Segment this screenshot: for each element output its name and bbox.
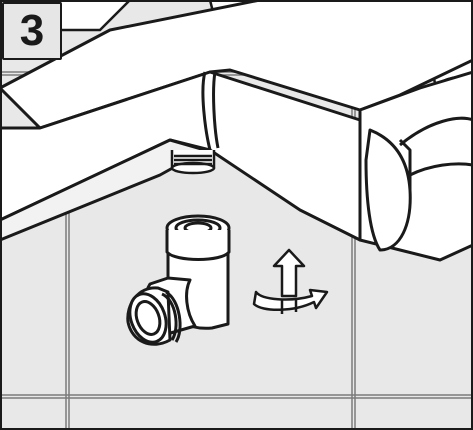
- rotation-arrow-icon: [252, 248, 329, 314]
- elbow-connector: [126, 214, 231, 346]
- step-number-badge: 3: [2, 2, 62, 60]
- shower-mixer-body: [0, 0, 473, 242]
- thermostat-handle: [358, 70, 473, 262]
- water-outlet: [170, 150, 216, 175]
